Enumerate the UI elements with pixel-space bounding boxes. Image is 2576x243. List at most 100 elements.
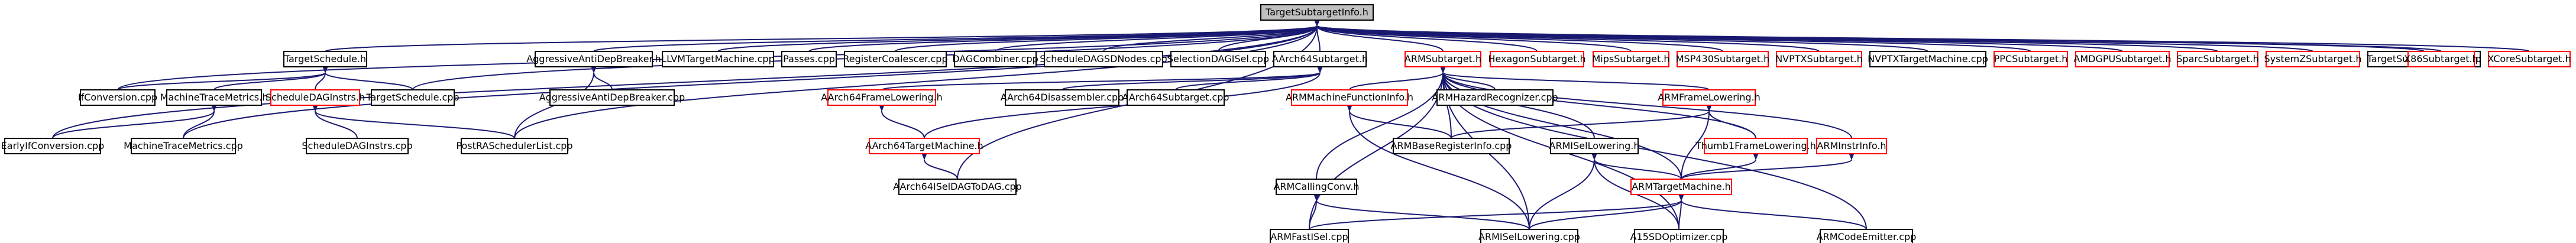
node-xcore-subtarget-h[interactable]: XCoreSubtarget.h (2487, 51, 2571, 67)
node-root[interactable]: TargetSubtargetInfo.h (1260, 4, 1374, 21)
dependency-edge (1314, 20, 2218, 52)
node-box (1994, 51, 2068, 67)
node-schedule-dag-instrs-cpp[interactable]: ScheduleDAGInstrs.cpp (302, 138, 413, 154)
node-arm-code-emitter-cpp[interactable]: ARMCodeEmitter.cpp (1817, 229, 1917, 243)
node-arm-hazard-recognizer-cpp[interactable]: ARMHazardRecognizer.cpp (1432, 89, 1558, 106)
node-label: AArch64Subtarget.h (1272, 53, 1368, 64)
node-box (131, 138, 236, 154)
node-label: AggressiveAntiDepBreaker.h (526, 53, 661, 64)
dependency-edge (1678, 195, 1684, 230)
node-schedule-dag-sdnodes-cpp[interactable]: ScheduleDAGSDNodes.cpp (1040, 51, 1167, 67)
node-aarch64-isel-dag-to-dag-cpp[interactable]: AArch64ISelDAGToDAG.cpp (893, 179, 1022, 195)
dependency-edge (117, 67, 328, 90)
node-box (270, 89, 360, 106)
node-aarch64-target-machine-h[interactable]: AArch64TargetMachine.h (865, 138, 983, 154)
node-label: Thumb1FrameLowering.h (1695, 140, 1816, 151)
node-arm-frame-lowering-h[interactable]: ARMFrameLowering.h (1658, 89, 1761, 106)
node-label: MipsSubtarget.h (1592, 53, 1669, 64)
node-early-ifconversion-cpp[interactable]: EarlyIfConversion.cpp (1, 138, 105, 154)
node-arm-isel-lowering-cpp[interactable]: ARMISelLowering.cpp (1478, 229, 1580, 243)
node-box (283, 51, 367, 67)
node-label: A15SDOptimizer.cpp (1630, 231, 1728, 242)
dependency-edge (591, 67, 613, 90)
node-box (954, 51, 1037, 67)
dependency-edge (1103, 20, 1320, 52)
dependency-edge (52, 20, 1320, 139)
node-label: MachineTraceMetrics.h (160, 92, 268, 103)
node-box (1634, 229, 1724, 243)
node-arm-calling-conv-h[interactable]: ARMCallingConv.h (1273, 179, 1360, 195)
node-label: ARMHazardRecognizer.cpp (1432, 92, 1558, 103)
node-aggressive-anti-dep-breaker-h[interactable]: AggressiveAntiDepBreaker.h (526, 51, 661, 67)
dependency-edge (1314, 20, 1538, 52)
node-thumb1-frame-lowering-h[interactable]: Thumb1FrameLowering.h (1695, 138, 1816, 154)
node-target-schedule-h[interactable]: TargetSchedule.h (283, 51, 367, 67)
node-label: PostRASchedulerList.cpp (456, 140, 572, 151)
node-label: AArch64ISelDAGToDAG.cpp (893, 181, 1022, 192)
node-amdgpu-subtarget-h[interactable]: AMDGPUSubtarget.h (2073, 51, 2172, 67)
node-arm-target-machine-h[interactable]: ARMTargetMachine.h (1630, 179, 1732, 195)
dependency-edge (1316, 67, 1446, 180)
node-label: ARMTargetMachine.h (1632, 181, 1731, 192)
node-arm-instr-info-h[interactable]: ARMInstrInfo.h (1816, 138, 1887, 154)
node-llvm-target-machine-cpp[interactable]: LLVMTargetMachine.cpp (661, 51, 775, 67)
node-box (1550, 138, 1639, 154)
node-systemz-subtarget-h[interactable]: SystemZSubtarget.h (2264, 51, 2362, 67)
node-schedule-dag-instrs-h[interactable]: ScheduleDAGInstrs.h (266, 89, 365, 106)
node-label: IfConversion.cpp (78, 92, 157, 103)
node-register-coalescer-cpp[interactable]: RegisterCoalescer.cpp (843, 51, 948, 67)
node-post-ra-scheduler-list-cpp[interactable]: PostRASchedulerList.cpp (456, 138, 573, 154)
node-arm-base-register-info-cpp[interactable]: ARMBaseRegisterInfo.cpp (1391, 138, 1512, 154)
node-x86-subtarget-h[interactable]: X86Subtarget.h (2404, 51, 2478, 67)
dependency-edge (924, 67, 1323, 139)
node-label: EarlyIfConversion.cpp (1, 140, 105, 151)
dependency-edge (1309, 195, 1319, 230)
node-aarch64-frame-lowering-h[interactable]: AArch64FrameLowering.h (821, 89, 943, 106)
node-ppc-subtarget-h[interactable]: PPCSubtarget.h (1994, 51, 2068, 67)
node-target-schedule-cpp[interactable]: TargetSchedule.cpp (365, 89, 459, 106)
dependency-edge (514, 20, 1320, 139)
node-machine-trace-metrics-cpp[interactable]: MachineTraceMetrics.cpp (124, 138, 243, 154)
node-label: LLVMTargetMachine.cpp (661, 53, 775, 64)
node-hexagon-subtarget-h[interactable]: HexagonSubtarget.h (1488, 51, 1586, 67)
node-arm-subtarget-h[interactable]: ARMSubtarget.h (1404, 51, 1481, 67)
node-label: ScheduleDAGInstrs.h (266, 92, 365, 103)
node-aarch64-subtarget-h[interactable]: AArch64Subtarget.h (1272, 51, 1368, 67)
node-label: ARMInstrInfo.h (1817, 140, 1886, 151)
node-arm-machine-function-info-h[interactable]: ARMMachineFunctionInfo.h (1286, 89, 1413, 106)
node-arm-fast-isel-cpp[interactable]: ARMFastISel.cpp (1270, 229, 1349, 243)
node-mips-subtarget-h[interactable]: MipsSubtarget.h (1592, 51, 1670, 67)
node-nvptx-subtarget-h[interactable]: NVPTXSubtarget.h (1775, 51, 1863, 67)
dependency-edge (1440, 67, 1496, 90)
node-box (1776, 51, 1862, 67)
dependency-edge (1175, 67, 1323, 90)
node-box (1276, 179, 1357, 195)
node-selection-dag-isel-cpp[interactable]: SelectionDAGISel.cpp (1167, 51, 1269, 67)
node-aarch64-subtarget-cpp[interactable]: AArch64Subtarget.cpp (1122, 89, 1229, 106)
node-label: ARMFrameLowering.h (1658, 92, 1761, 103)
node-sparc-subtarget-h[interactable]: SparcSubtarget.h (2176, 51, 2259, 67)
node-passes-cpp[interactable]: Passes.cpp (781, 51, 837, 67)
node-label: ARMISelLowering.h (1549, 140, 1640, 151)
node-nvptx-target-machine-cpp[interactable]: NVPTXTargetMachine.cpp (1868, 51, 1988, 67)
node-a15-sd-optimizer-cpp[interactable]: A15SDOptimizer.cpp (1630, 229, 1728, 243)
node-arm-isel-lowering-h[interactable]: ARMISelLowering.h (1549, 138, 1640, 154)
node-aarch64-disassembler-cpp[interactable]: AArch64Disassembler.cpp (1001, 89, 1124, 106)
node-box (1677, 51, 1769, 67)
dependency-edge (1347, 105, 1530, 230)
node-box (1044, 51, 1163, 67)
node-ifconversion-cpp[interactable]: IfConversion.cpp (78, 89, 157, 106)
node-box (1436, 89, 1554, 106)
node-dag-combiner-cpp[interactable]: DAGCombiner.cpp (952, 51, 1038, 67)
node-box (844, 51, 947, 67)
dependency-edge (1591, 154, 1682, 180)
dependency-edge (1314, 20, 1321, 52)
node-label: ScheduleDAGSDNodes.cpp (1040, 53, 1167, 64)
node-label: AArch64FrameLowering.h (821, 92, 943, 103)
node-label: MSP430Subtarget.h (1676, 53, 1769, 64)
node-aggressive-anti-dep-breaker-cpp[interactable]: AggressiveAntiDepBreaker.cpp (539, 89, 685, 106)
node-machine-trace-metrics-h[interactable]: MachineTraceMetrics.h (160, 89, 268, 106)
node-label: ARMFastISel.cpp (1270, 231, 1348, 242)
node-msp430-subtarget-h[interactable]: MSP430Subtarget.h (1676, 51, 1769, 67)
